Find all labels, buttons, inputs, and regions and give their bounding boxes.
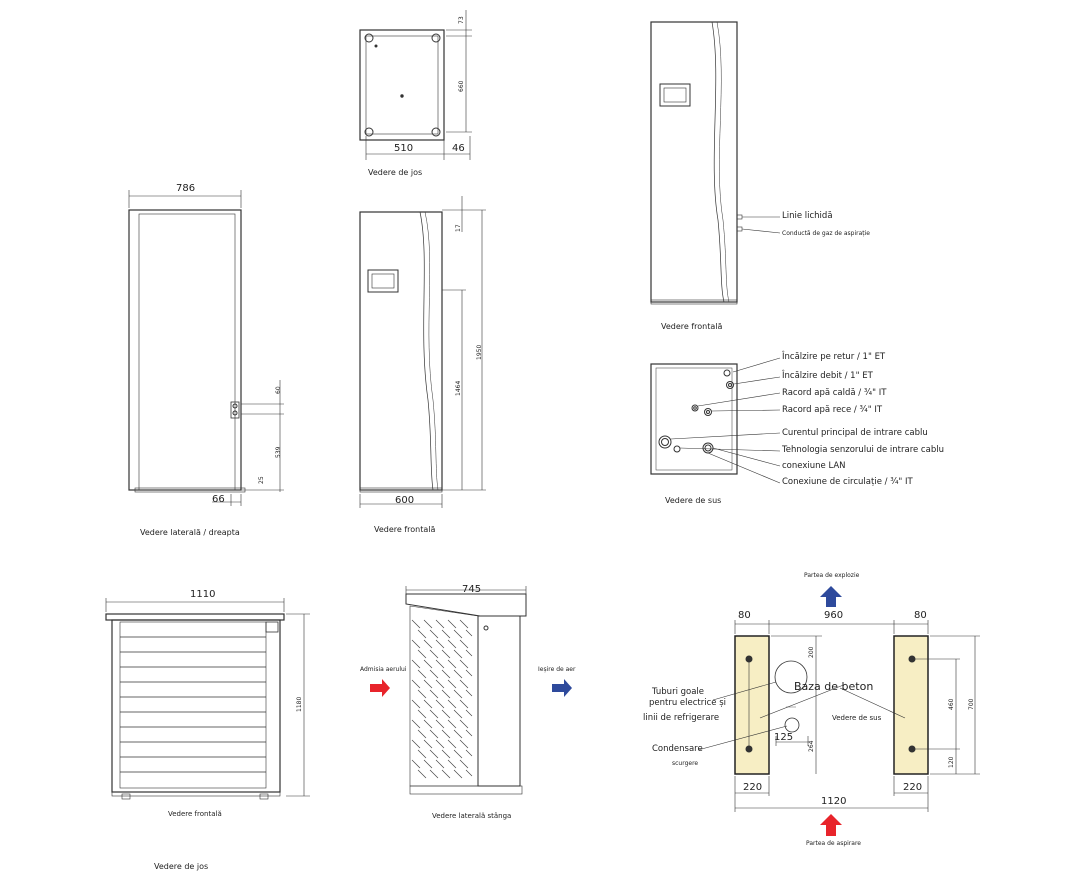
dim-1180: 1180 [296, 696, 303, 712]
arrow-air-intake [370, 679, 390, 697]
arrow-air-outlet [552, 679, 572, 697]
label-suction-side: Partea de aspirare [806, 840, 861, 847]
label-blow-side: Partea de explozie [804, 572, 860, 579]
label-sensor-cable: Tehnologia senzorului de intrare cablu [782, 445, 944, 455]
label-air-intake: Admisia aerului [360, 666, 407, 673]
caption-side-right: Vedere laterală / dreapta [140, 528, 240, 537]
dim-1120: 1120 [821, 796, 847, 807]
airflow-arrows [370, 586, 842, 836]
label-main-power: Curentul principal de intrare cablu [782, 428, 928, 438]
label-empty-pipes-1: Tuburi goale [652, 687, 705, 697]
dim-1464: 1464 [455, 380, 462, 396]
label-air-outlet: Ieșire de aer [538, 666, 576, 673]
label-liquid-line: Linie lichidă [782, 211, 833, 221]
label-heat-return: Încălzire pe retur / 1" ET [782, 352, 886, 362]
label-condensate: Condensare [652, 744, 703, 754]
caption-top-view: Vedere de sus [665, 496, 722, 505]
dim-200: 200 [808, 646, 815, 658]
caption-outdoor-front: Vedere frontală [168, 810, 222, 818]
foundation-plan [697, 620, 980, 812]
dim-80-right: 80 [914, 610, 927, 621]
label-circulation: Conexiune de circulație / ¾" IT [782, 477, 913, 487]
concrete-block-left [734, 635, 770, 775]
dim-125: 125 [774, 732, 794, 743]
side-view-unit [128, 190, 284, 506]
label-hot-water: Racord apă caldă / ¾" IT [782, 388, 887, 398]
dim-120: 120 [948, 756, 955, 768]
dim-25: 25 [258, 476, 265, 484]
outdoor-side-unit [405, 586, 527, 795]
caption-front-center: Vedere frontală [374, 525, 436, 534]
dim-700: 700 [968, 698, 975, 710]
label-suction-gas: Conductă de gaz de aspirație [782, 230, 870, 237]
dim-786: 786 [176, 183, 196, 194]
dim-660: 660 [458, 80, 465, 92]
arrow-blow-side [820, 586, 842, 607]
label-empty-pipes-3: linii de refrigerare [643, 713, 720, 723]
dim-66: 66 [212, 494, 225, 505]
dim-960: 960 [824, 610, 844, 621]
label-heat-flow: Încălzire debit / 1" ET [782, 371, 873, 381]
dim-46: 46 [452, 143, 465, 154]
caption-foundation-top-view: Vedere de sus [832, 714, 882, 722]
label-drain: scurgere [672, 760, 699, 767]
dim-460: 460 [948, 698, 955, 710]
front-view-right-unit [650, 21, 781, 305]
caption-bottom-view-2: Vedere de jos [154, 862, 209, 871]
dim-80-left: 80 [738, 610, 751, 621]
dim-1110: 1110 [190, 589, 216, 600]
dim-17: 17 [455, 224, 462, 232]
dim-60: 60 [275, 386, 282, 394]
dim-600: 600 [395, 495, 415, 506]
caption-outdoor-side: Vedere laterală stânga [432, 812, 512, 820]
outdoor-front-unit [105, 598, 310, 800]
label-concrete-base: Baza de beton [794, 680, 874, 693]
caption-front-right: Vedere frontală [661, 322, 723, 331]
dim-73: 73 [458, 16, 465, 24]
dim-510: 510 [394, 143, 414, 154]
caption-bottom-view: Vedere de jos [368, 168, 423, 177]
dim-264: 264 [808, 740, 815, 752]
arrow-suction-side [820, 814, 842, 836]
dim-220-left: 220 [743, 782, 763, 793]
dim-745: 745 [462, 584, 482, 595]
front-view-unit [359, 196, 486, 508]
label-cold-water: Racord apă rece / ¾" IT [782, 405, 883, 415]
label-lan: conexiune LAN [782, 461, 846, 471]
dim-1950: 1950 [476, 344, 483, 360]
top-view-unit [650, 357, 781, 484]
dim-220-right: 220 [903, 782, 923, 793]
bottom-view-unit [359, 10, 472, 160]
dim-539: 539 [275, 446, 282, 458]
label-empty-pipes-2: pentru electrice și [649, 698, 727, 708]
